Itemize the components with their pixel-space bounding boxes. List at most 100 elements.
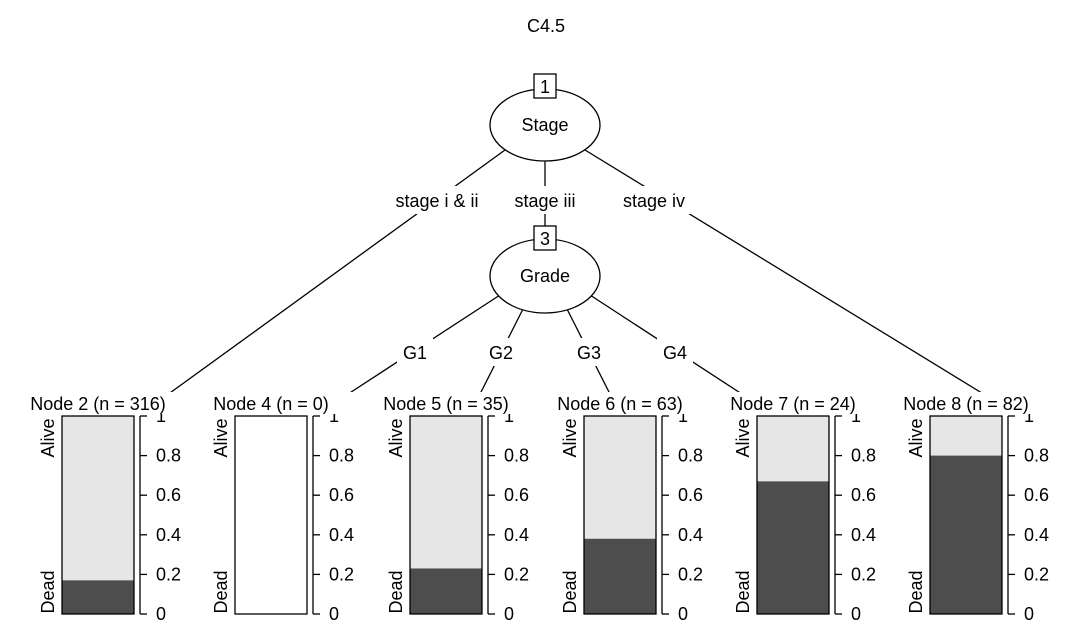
edge-label-bg (571, 338, 607, 366)
axis-tick-label: 0.8 (329, 446, 354, 466)
level-label-alive: Alive (733, 418, 753, 457)
level-label-dead: Dead (211, 570, 231, 613)
node-label-bg (884, 392, 1048, 414)
level-label-alive: Alive (386, 418, 406, 457)
axis-tick-label: 1 (329, 406, 339, 426)
axis-tick-label: 0 (504, 604, 514, 624)
edge-label-bg (504, 186, 586, 214)
node-label-bg (711, 392, 875, 414)
terminal-node-label: Node 4 (n = 0) (213, 394, 329, 414)
terminal-node-label: Node 6 (n = 63) (557, 394, 683, 414)
edge-label-stage-i-ii: stage i & ii (395, 191, 478, 211)
node-label-bg (189, 392, 353, 414)
bar-segment-alive (930, 416, 1002, 456)
node-id-3: 3 (540, 229, 550, 249)
node-label-bg (364, 392, 528, 414)
axis-tick-label: 0.2 (156, 564, 181, 584)
level-label-alive: Alive (211, 418, 231, 457)
level-label-alive: Alive (906, 418, 926, 457)
axis-tick-label: 0.4 (851, 525, 876, 545)
node-stage-label: Stage (521, 115, 568, 135)
edge-label-g4: G4 (663, 343, 687, 363)
axis-tick-label: 0.6 (1024, 485, 1049, 505)
axis-tick-label: 0.2 (678, 564, 703, 584)
terminal-node-label: Node 2 (n = 316) (30, 394, 166, 414)
level-label-dead: Dead (733, 570, 753, 613)
axis-tick-label: 0.6 (156, 485, 181, 505)
axis-tick-label: 0.2 (851, 564, 876, 584)
axis-tick-label: 0.4 (156, 525, 181, 545)
bar-segment-alive (757, 416, 829, 482)
edge-label-bg (657, 338, 693, 366)
bar-segment-dead (62, 580, 134, 614)
node-id-1: 1 (540, 77, 550, 97)
axis-tick-label: 0.8 (156, 446, 181, 466)
node-grade-label: Grade (520, 266, 570, 286)
axis-tick-label: 0.2 (329, 564, 354, 584)
axis-tick-label: 0.6 (678, 485, 703, 505)
level-label-alive: Alive (560, 418, 580, 457)
bar-segment-dead (930, 455, 1002, 614)
edge-label-bg (612, 186, 696, 214)
level-label-dead: Dead (386, 570, 406, 613)
axis-tick-label: 0.6 (851, 485, 876, 505)
bar-segment-dead (757, 481, 829, 614)
bar-segment-alive (410, 416, 482, 569)
axis-tick-label: 0.8 (678, 446, 703, 466)
axis-tick-label: 0.4 (678, 525, 703, 545)
axis-tick-label: 0.4 (329, 525, 354, 545)
bar-frame (234, 415, 308, 615)
axis-tick-label: 0 (851, 604, 861, 624)
axis-tick-label: 1 (504, 406, 514, 426)
axis-tick-label: 0 (156, 604, 166, 624)
bar-frame (583, 415, 657, 615)
edge-label-stage-iii: stage iii (514, 191, 575, 211)
edge-label-g2: G2 (489, 343, 513, 363)
level-label-dead: Dead (38, 570, 58, 613)
edge-label-bg (397, 338, 433, 366)
node-label-bg (538, 392, 702, 414)
axis-tick-label: 0.8 (851, 446, 876, 466)
axis-tick-label: 0.6 (329, 485, 354, 505)
axis-tick-label: 1 (156, 406, 166, 426)
axis-tick-label: 0.4 (504, 525, 529, 545)
terminal-node-label: Node 7 (n = 24) (730, 394, 856, 414)
bar-segment-alive (62, 416, 134, 581)
axis-tick-label: 0 (678, 604, 688, 624)
axis-tick-label: 0 (1024, 604, 1034, 624)
axis-tick-label: 0.2 (504, 564, 529, 584)
bar-frame (409, 415, 483, 615)
terminal-node-label: Node 8 (n = 82) (903, 394, 1029, 414)
bar-segment-alive (584, 416, 656, 539)
axis-tick-label: 0.8 (504, 446, 529, 466)
edge-label-g1: G1 (403, 343, 427, 363)
bar-frame (929, 415, 1003, 615)
figure-title: C4.5 (527, 16, 565, 36)
node-label-bg (16, 392, 180, 414)
axis-tick-label: 1 (678, 406, 688, 426)
axis-tick-label: 0.4 (1024, 525, 1049, 545)
bar-frame (61, 415, 135, 615)
edge-label-stage-iv: stage iv (623, 191, 685, 211)
terminal-node-label: Node 5 (n = 35) (383, 394, 509, 414)
edge-label-bg (483, 338, 519, 366)
axis-tick-label: 0.2 (1024, 564, 1049, 584)
axis-tick-label: 0 (329, 604, 339, 624)
edge-label-bg (383, 186, 491, 214)
node-id-box (533, 225, 557, 251)
axis-tick-label: 1 (1024, 406, 1034, 426)
axis-tick-label: 0.8 (1024, 446, 1049, 466)
axis-tick-label: 0.6 (504, 485, 529, 505)
bar-frame (756, 415, 830, 615)
edge-label-g3: G3 (577, 343, 601, 363)
level-label-alive: Alive (38, 418, 58, 457)
level-label-dead: Dead (906, 570, 926, 613)
bar-segment-dead (410, 568, 482, 614)
level-label-dead: Dead (560, 570, 580, 613)
axis-tick-label: 1 (851, 406, 861, 426)
node-id-box (533, 73, 557, 99)
bar-segment-dead (584, 538, 656, 614)
